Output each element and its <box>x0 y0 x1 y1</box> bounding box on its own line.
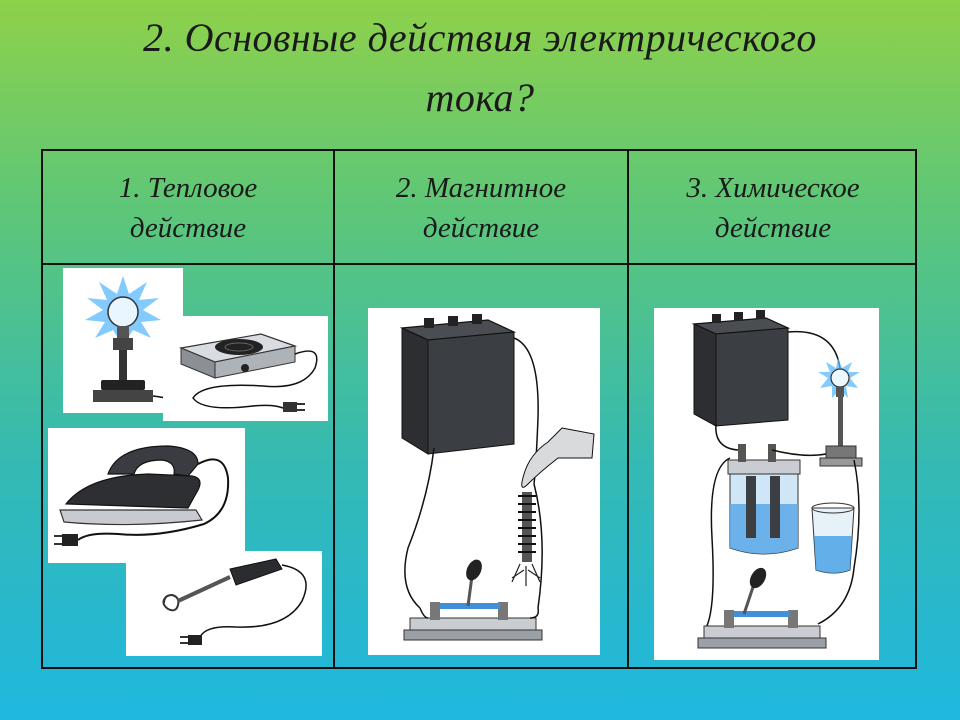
electromagnet-coil-icon <box>511 492 541 586</box>
header-chemical-line-2: действие <box>714 211 832 244</box>
switch-icon <box>697 567 827 649</box>
header-thermal-line-1: 1. Тепловое <box>118 171 258 204</box>
iron-soleplate-icon <box>59 509 203 526</box>
header-magnetic-line-1: 2. Магнитное <box>395 171 567 204</box>
hand-icon <box>521 427 595 488</box>
header-chemical-effect: 3. Химическое действие <box>629 151 917 264</box>
column-divider <box>333 151 335 667</box>
page-title-line-2: тока? <box>425 75 535 120</box>
glass-of-water-icon <box>811 502 855 574</box>
page-title-line-1: 2. Основные действия электрического <box>143 15 817 60</box>
soldering-handle-icon <box>229 558 283 586</box>
column-divider <box>627 151 629 667</box>
light-bulb-icon <box>818 358 863 467</box>
header-thermal-effect: 1. Тепловое действие <box>43 151 333 264</box>
header-magnetic-line-2: действие <box>422 211 540 244</box>
page-title: 2. Основные действия электрического тока… <box>0 8 960 128</box>
effects-table: 1. Тепловое действие 2. Магнитное действие… <box>41 149 917 669</box>
iron-illustration <box>48 428 245 563</box>
header-magnetic-effect: 2. Магнитное действие <box>335 151 627 264</box>
header-divider <box>43 263 915 265</box>
burner-icon <box>215 339 263 355</box>
header-chemical-line-1: 3. Химическое <box>686 171 860 204</box>
electromagnet-illustration <box>368 308 600 655</box>
battery-icon <box>691 310 791 427</box>
electrolysis-illustration <box>654 308 879 660</box>
soldering-iron-illustration <box>126 551 322 656</box>
soldering-plug-icon <box>188 635 202 645</box>
header-thermal-line-2: действие <box>129 211 247 244</box>
electrolysis-bath-icon <box>727 444 801 555</box>
iron-plug-icon <box>62 534 78 546</box>
light-bulb-icon <box>107 296 139 328</box>
switch-icon <box>403 559 543 641</box>
battery-icon <box>399 314 517 455</box>
plug-icon <box>283 402 297 412</box>
hot-plate-illustration <box>163 316 328 421</box>
